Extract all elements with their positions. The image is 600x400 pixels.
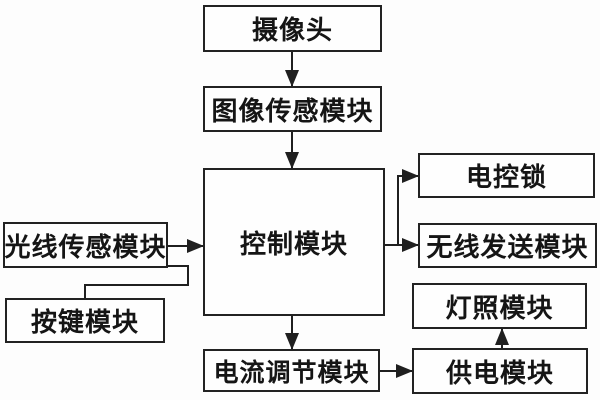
node-camera-label: 摄像头 bbox=[251, 15, 333, 45]
node-button-label: 按键模块 bbox=[30, 307, 139, 337]
node-light-sensor: 光线传感模块 bbox=[3, 222, 168, 268]
node-control: 控制模块 bbox=[203, 168, 385, 316]
node-electric-lock: 电控锁 bbox=[418, 153, 595, 198]
node-control-label: 控制模块 bbox=[239, 228, 348, 259]
node-camera: 摄像头 bbox=[203, 5, 382, 52]
node-wireless-transmit-label: 无线发送模块 bbox=[426, 232, 589, 262]
node-image-sensor-label: 图像传感模块 bbox=[211, 95, 374, 126]
node-electric-lock-label: 电控锁 bbox=[465, 162, 547, 192]
node-wireless-transmit: 无线发送模块 bbox=[418, 223, 597, 268]
connector-button-merge-line bbox=[84, 265, 189, 298]
node-power-supply: 供电模块 bbox=[412, 348, 588, 394]
node-lighting: 灯照模块 bbox=[412, 283, 587, 329]
node-current-regulator: 电流调节模块 bbox=[203, 349, 380, 392]
node-button: 按键模块 bbox=[5, 298, 165, 343]
connector-control-to-electric-lock bbox=[397, 169, 419, 245]
node-current-regulator-label: 电流调节模块 bbox=[213, 358, 370, 387]
node-lighting-label: 灯照模块 bbox=[445, 292, 554, 323]
node-light-sensor-label: 光线传感模块 bbox=[4, 231, 167, 262]
node-power-supply-label: 供电模块 bbox=[445, 357, 554, 388]
node-image-sensor: 图像传感模块 bbox=[203, 86, 382, 132]
